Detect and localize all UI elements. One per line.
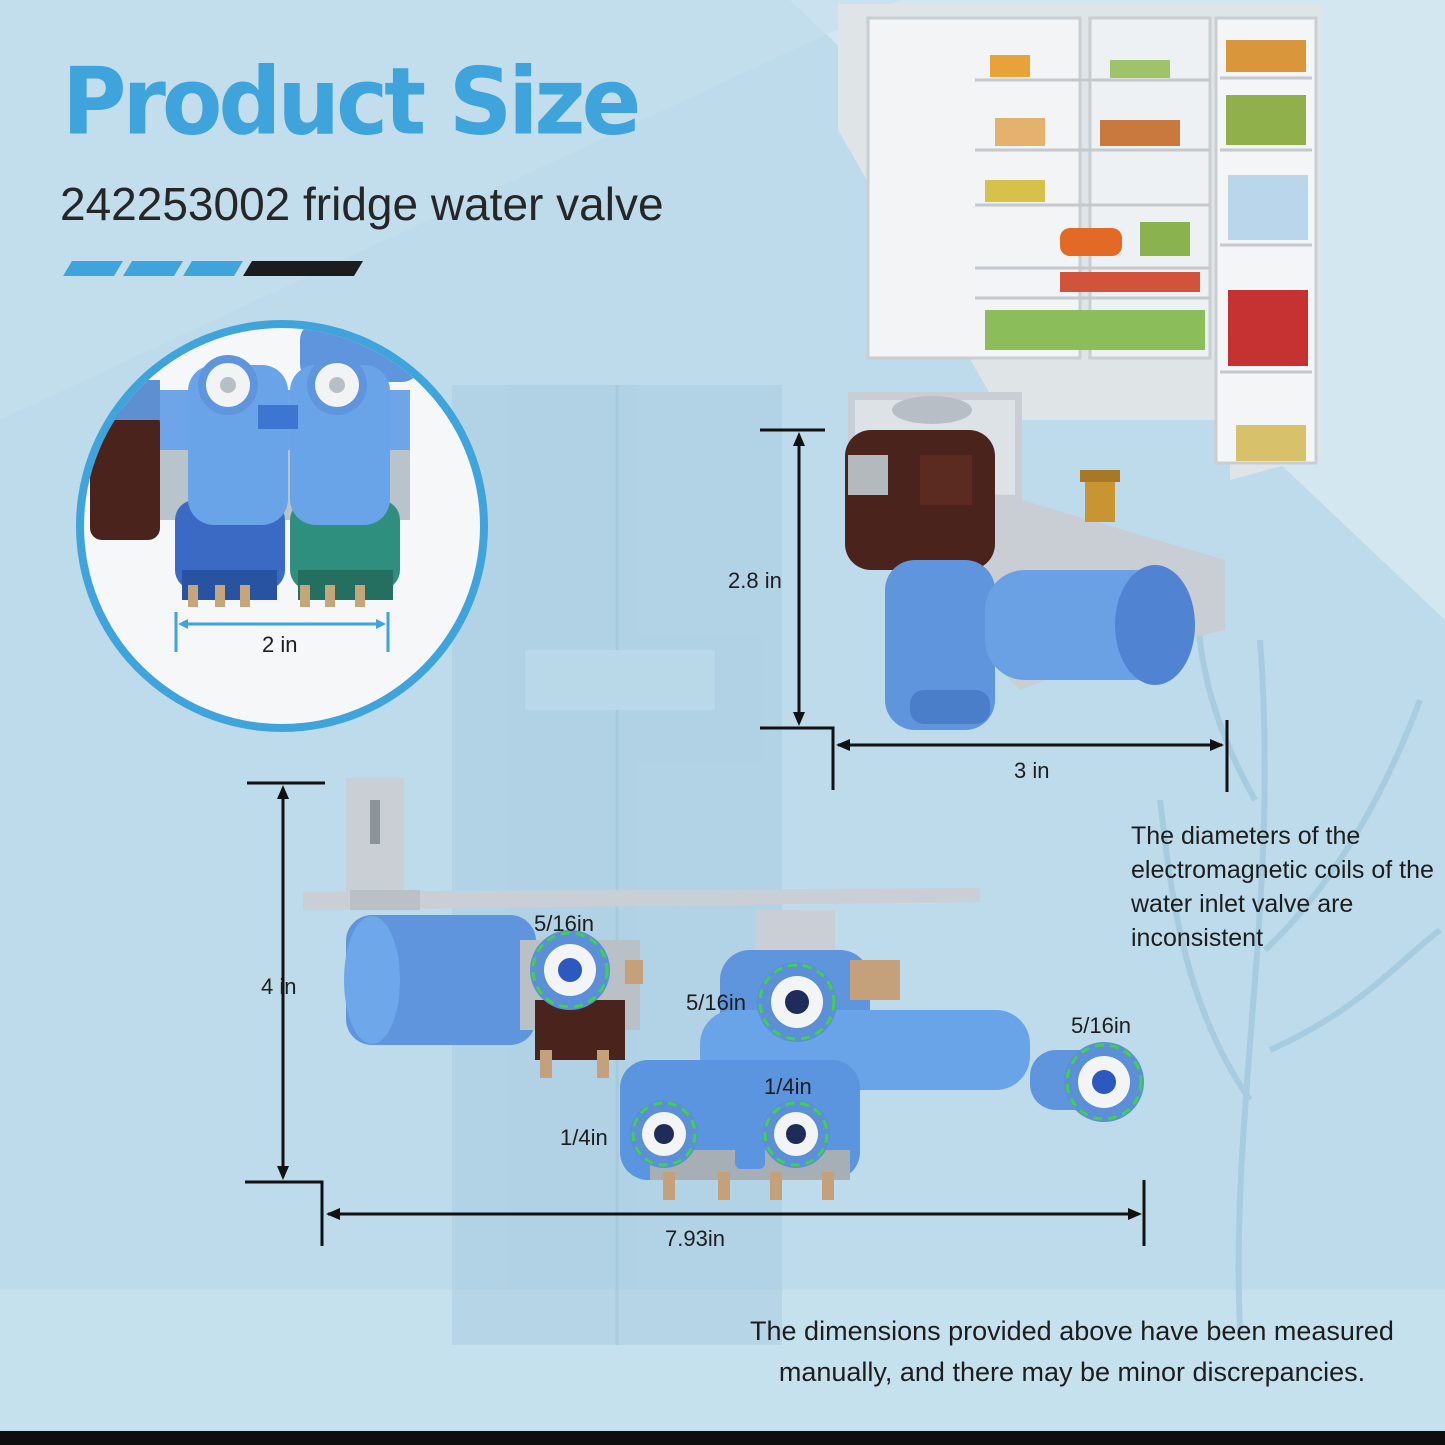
- background-fridge: [452, 385, 782, 1345]
- dimension-label-main-valve-height: 4 in: [261, 974, 297, 999]
- fridge-photo: [838, 4, 1322, 480]
- port-label-top-left: 5/16in: [534, 911, 594, 936]
- page-title: Product Size: [62, 47, 641, 156]
- measurement-disclaimer: The dimensions provided above have been …: [750, 1316, 1394, 1387]
- title-underline-decoration: [63, 261, 363, 276]
- port-label-center-small: 1/4in: [764, 1074, 812, 1099]
- dimension-label-single-valve-height: 2.8 in: [728, 568, 782, 593]
- dual-valve-inset: [76, 320, 488, 732]
- bottom-bar-decoration: [0, 1431, 1445, 1445]
- dimension-label-single-valve-width: 3 in: [1014, 758, 1050, 783]
- port-label-middle-left: 5/16in: [686, 990, 746, 1015]
- dimension-label-dual-valve-width: 2 in: [262, 632, 298, 657]
- dimension-label-main-valve-length: 7.93in: [665, 1226, 725, 1251]
- port-label-bottom-left-small: 1/4in: [560, 1125, 608, 1150]
- product-subtitle: 242253002 fridge water valve: [60, 178, 664, 230]
- coil-diameter-note: The diameters of the electromagnetic coi…: [1131, 822, 1434, 952]
- port-rings: [530, 930, 1144, 1168]
- port-label-right: 5/16in: [1071, 1013, 1131, 1038]
- single-valve-image: [760, 392, 1229, 792]
- plant-decoration: [1157, 559, 1442, 1331]
- main-valve-image: [245, 778, 1146, 1246]
